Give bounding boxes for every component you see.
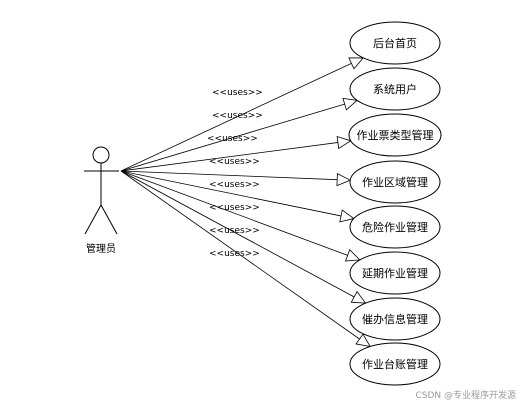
use-cases: 后台首页系统用户作业票类型管理作业区域管理危险作业管理延期作业管理催办信息管理作… [348, 21, 442, 386]
association-line [120, 140, 351, 172]
use-case-label: 延期作业管理 [362, 266, 428, 280]
use-case-label: 催办信息管理 [362, 312, 428, 326]
stereotype-label: <<uses>> [209, 249, 260, 259]
association-line [120, 170, 366, 304]
use-case-label: 危险作业管理 [362, 220, 428, 234]
arrowhead [339, 209, 355, 223]
use-case-ellipse [348, 113, 442, 157]
use-case-ellipse [349, 251, 441, 295]
use-case-ellipse [349, 67, 441, 111]
association-line [120, 170, 354, 219]
stereotype-label: <<uses>> [212, 111, 263, 121]
use-case-label: 作业票类型管理 [357, 128, 434, 142]
stereotype-label: <<uses>> [209, 180, 260, 190]
stereotype-label: <<uses>> [207, 134, 258, 144]
association-lines [120, 57, 371, 348]
arrowhead [342, 97, 359, 111]
stereotype-label: <<uses>> [209, 226, 260, 236]
actor-stick-figure [84, 146, 119, 235]
actor-left-leg [84, 204, 102, 235]
use-case-label: 系统用户 [373, 82, 417, 96]
use-case-label: 作业台账管理 [362, 357, 428, 371]
association-line [120, 170, 371, 347]
use-case-ellipse [349, 21, 441, 65]
use-case-ellipse [349, 205, 441, 249]
use-case-label: 后台首页 [373, 36, 417, 50]
use-case-label: 作业区域管理 [362, 175, 428, 189]
stereotype-label: <<uses>> [209, 203, 260, 213]
stereotype-label: <<uses>> [212, 88, 263, 98]
use-case-ellipse [349, 160, 441, 204]
arrowhead [348, 57, 365, 70]
association-line [120, 170, 351, 181]
arrowhead [344, 249, 361, 262]
use-case-ellipse [349, 342, 441, 386]
arrowhead [355, 333, 371, 348]
actor-right-leg [100, 204, 118, 235]
use-case-ellipse [349, 297, 441, 341]
association-line [120, 170, 360, 261]
watermark: CSDN @专业程序开发源 [415, 389, 516, 401]
stereotype-label: <<uses>> [209, 157, 260, 167]
stereotype-labels: <<uses>> <<uses>> <<uses>> <<uses>> <<uses>>… [207, 88, 263, 259]
arrowhead [336, 135, 352, 150]
actor-label: 管理员 [86, 242, 116, 255]
actor-head [92, 146, 110, 164]
arrowhead [336, 173, 352, 187]
association-line [120, 99, 358, 172]
arrowhead [350, 290, 367, 304]
association-line [120, 57, 364, 172]
